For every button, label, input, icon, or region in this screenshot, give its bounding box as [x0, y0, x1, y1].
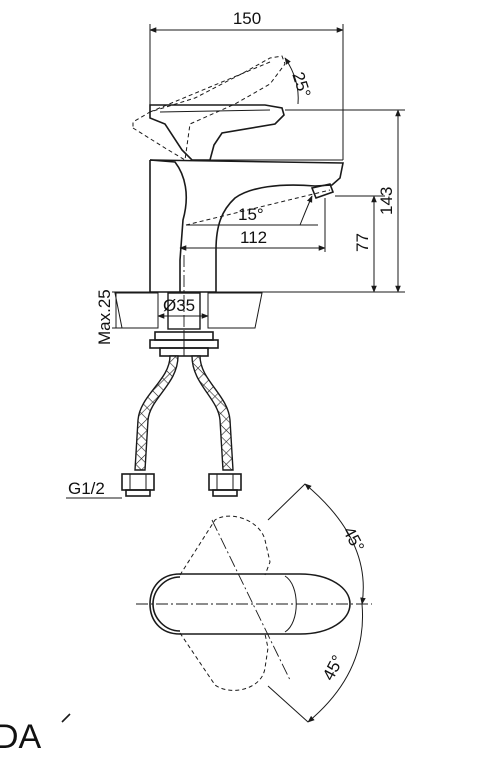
- faucet-body: [149, 159, 344, 293]
- spout-height-dimension: 77: [335, 195, 385, 293]
- spout-angle-dimension: 15°: [185, 189, 331, 226]
- width-label: 150: [233, 9, 261, 28]
- lever-angle-label: 25°: [288, 70, 314, 100]
- rotation-upper-label: 45°: [339, 524, 368, 556]
- max-deck-dimension: Max.25: [95, 289, 125, 345]
- hole-diameter-dimension: Ø35: [157, 296, 209, 319]
- reach-label: 112: [240, 228, 267, 247]
- max-deck-label: Max.25: [95, 289, 114, 345]
- faucet-lever: [149, 104, 285, 161]
- lever-raised-outline: [132, 55, 286, 161]
- lever-angle-dimension: 25°: [284, 57, 314, 105]
- footer-fragment-tick: [61, 713, 71, 723]
- spout-height-label: 77: [353, 233, 372, 252]
- hole-diameter-label: Ø35: [163, 296, 195, 315]
- footer-text-fragment: DA: [0, 718, 42, 756]
- total-height-label: 143: [377, 187, 396, 215]
- aerator: [310, 183, 335, 200]
- countertop-section: [114, 255, 263, 340]
- hose-connectors: [121, 473, 242, 497]
- total-height-dimension: 143: [285, 109, 405, 293]
- thread-label-group: G1/2: [66, 479, 122, 499]
- reach-dimension: 112: [179, 198, 326, 252]
- spout-angle-label: 15°: [238, 205, 264, 224]
- fixing-nut: [149, 331, 219, 357]
- supply-hoses: [134, 355, 234, 471]
- rotation-lower-label: 45°: [319, 652, 348, 684]
- thread-label: G1/2: [68, 479, 105, 498]
- top-view: 45° 45°: [136, 483, 372, 723]
- width-dimension: 150: [149, 9, 344, 160]
